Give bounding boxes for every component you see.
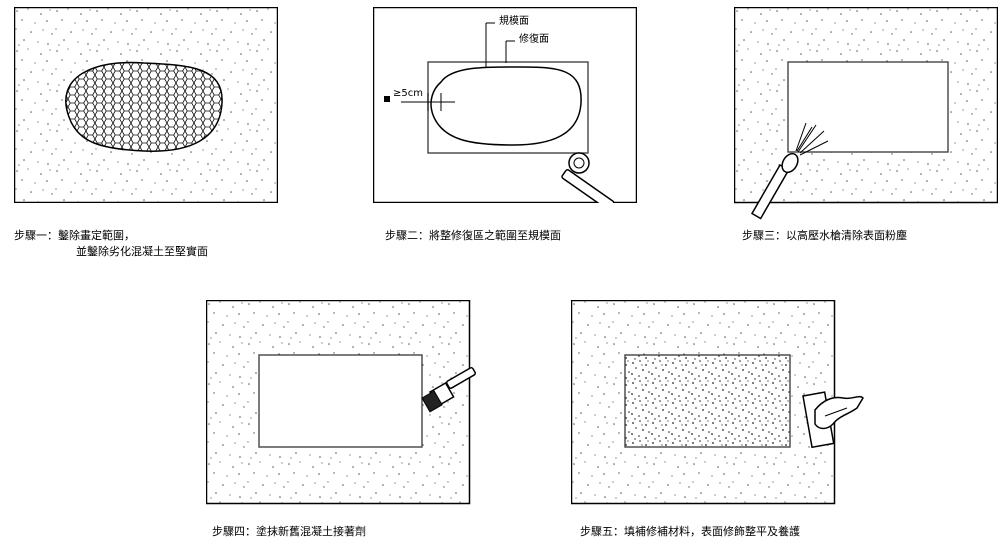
patched-area bbox=[624, 354, 791, 448]
grinder-tool bbox=[561, 152, 615, 203]
water-spray bbox=[795, 122, 829, 156]
damage-outline bbox=[430, 66, 582, 146]
paint-brush bbox=[421, 366, 476, 413]
pressure-washer bbox=[750, 152, 799, 220]
step4-diagram bbox=[206, 300, 496, 505]
step3-diagram bbox=[734, 7, 998, 222]
step3-caption: 步驟三：以高壓水槍清除表面粉塵 bbox=[742, 229, 907, 242]
step2-caption: 步驟二：將整修復區之範圍至規模面 bbox=[385, 229, 561, 242]
step2-label-repair: 修復面 bbox=[519, 34, 549, 45]
step5-caption: 步驟五：填補修補材料，表面修飾整平及養護 bbox=[580, 525, 800, 538]
step1-caption: 步驟一：鑿除畫定範圍， 並鑿除劣化混凝土至堅實面 bbox=[14, 229, 208, 258]
bonding-area bbox=[258, 354, 423, 448]
step2-diagram bbox=[373, 7, 637, 203]
step4-caption: 步驟四：塗抹新舊混凝土接著劑 bbox=[212, 525, 366, 538]
step1-diagram bbox=[14, 7, 278, 203]
step5-diagram bbox=[571, 300, 871, 505]
trowel-hand bbox=[802, 391, 864, 449]
step2-label-offset: ≥5cm bbox=[393, 88, 423, 99]
step2-label-outline: 規模面 bbox=[499, 16, 529, 27]
clean-area bbox=[787, 61, 949, 153]
removed-area bbox=[65, 61, 223, 152]
